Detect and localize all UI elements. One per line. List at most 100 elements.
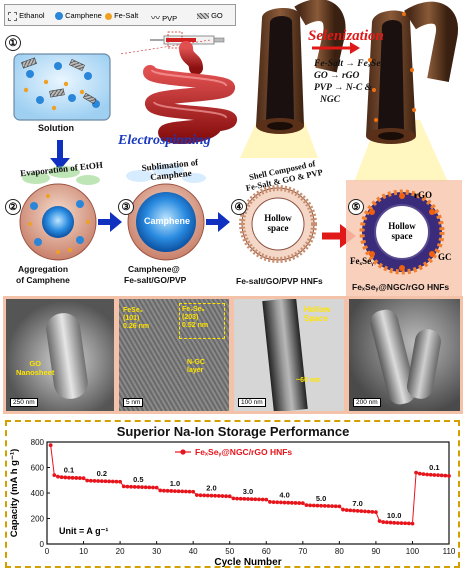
electrospinning-label: Electrospinning xyxy=(118,133,211,148)
performance-panel xyxy=(5,420,460,568)
data-point xyxy=(242,496,247,501)
data-point xyxy=(293,501,298,505)
data-point xyxy=(257,497,261,502)
data-point xyxy=(235,496,239,501)
data-point xyxy=(180,489,185,494)
data-point xyxy=(319,503,323,508)
legend-label: FeₓSeᵧ@NGC/rGO HNFs xyxy=(195,447,292,457)
tem-image-2: FeSe₂(101)0.26 nm Fe₇Se₈(203)0.52 nm N-G… xyxy=(119,299,229,411)
legend-marker xyxy=(180,449,186,455)
data-point xyxy=(154,485,159,490)
fese-label: FeₓSeᵧ xyxy=(350,256,374,266)
material-legend: Ethanol Camphene Fe-Salt 〰 PVP GO xyxy=(4,4,236,26)
data-point xyxy=(132,484,137,489)
data-point xyxy=(337,504,342,509)
data-point xyxy=(249,497,254,502)
rate-label: 5.0 xyxy=(316,494,326,503)
step-5-number: ⑤ xyxy=(348,199,364,215)
data-point xyxy=(432,473,437,477)
hnf-caption-4: Fe-salt/GO/PVP HNFs xyxy=(236,276,323,286)
data-point xyxy=(344,508,349,512)
fese2-label: FeSe₂(101)0.26 nm xyxy=(123,307,150,330)
legend-ethanol: Ethanol xyxy=(8,11,45,21)
rate-label: 3.0 xyxy=(243,487,253,496)
data-point xyxy=(107,479,112,484)
data-point xyxy=(162,488,166,493)
rate-label: 2.0 xyxy=(206,484,216,493)
data-point xyxy=(443,473,448,478)
x-tick-label: 40 xyxy=(189,547,198,556)
data-point xyxy=(169,489,174,493)
data-point xyxy=(70,475,75,480)
data-point xyxy=(209,493,214,498)
data-point xyxy=(384,520,389,525)
data-point xyxy=(289,500,294,505)
y-tick-label: 800 xyxy=(31,438,45,447)
data-point xyxy=(183,489,188,494)
data-point xyxy=(439,473,444,478)
data-point xyxy=(352,508,356,513)
y-axis-label: Capacity (mA h g⁻¹) xyxy=(9,449,20,538)
data-point xyxy=(395,521,400,525)
data-point xyxy=(297,501,302,505)
data-point xyxy=(158,488,163,493)
data-point xyxy=(330,504,334,509)
x-tick-label: 20 xyxy=(116,547,125,556)
rate-label: 7.0 xyxy=(352,499,362,508)
solution-caption: Solution xyxy=(38,123,74,133)
x-tick-label: 70 xyxy=(298,547,307,556)
data-point xyxy=(96,479,101,483)
rate-label: 4.0 xyxy=(279,491,289,500)
data-point xyxy=(227,494,232,499)
data-point xyxy=(264,497,269,502)
x-tick-label: 90 xyxy=(371,547,380,556)
data-point xyxy=(355,508,360,513)
data-point xyxy=(304,503,309,508)
data-point xyxy=(425,472,429,477)
data-point xyxy=(99,479,104,484)
data-point xyxy=(48,443,53,448)
camphene-core-label: Camphene xyxy=(144,216,191,226)
data-point xyxy=(194,493,199,497)
x-tick-label: 100 xyxy=(406,547,420,556)
data-point xyxy=(52,473,57,478)
data-point xyxy=(136,485,141,489)
data-point xyxy=(198,493,203,498)
data-point xyxy=(81,476,86,481)
rate-label: 10.0 xyxy=(387,511,402,520)
data-point xyxy=(421,472,426,477)
data-point xyxy=(63,475,68,480)
data-point xyxy=(220,494,225,498)
fe7se8-label: Fe₇Se₈(203)0.52 nm xyxy=(179,303,225,339)
data-point xyxy=(366,509,371,514)
data-point xyxy=(341,507,345,512)
data-point xyxy=(88,478,93,483)
data-point xyxy=(275,500,280,505)
data-point xyxy=(67,475,71,480)
data-point xyxy=(205,493,210,498)
data-point xyxy=(348,508,353,513)
data-point xyxy=(399,521,404,525)
data-point xyxy=(118,479,122,484)
legend-fe-salt: Fe-Salt xyxy=(105,11,138,20)
x-tick-label: 30 xyxy=(152,547,161,556)
data-point xyxy=(315,503,320,508)
data-point xyxy=(410,521,415,526)
legend-pvp: 〰 PVP xyxy=(151,13,178,23)
data-point xyxy=(282,500,287,505)
data-point xyxy=(125,484,130,489)
rate-label: 1.0 xyxy=(170,479,180,488)
x-tick-label: 0 xyxy=(45,547,50,556)
camphene-caption-1: Camphene@ xyxy=(128,264,180,274)
scale-bar-2: 5 nm xyxy=(123,398,144,407)
step-3-number: ③ xyxy=(118,199,134,215)
data-point xyxy=(176,489,181,494)
x-axis-label: Cycle Number xyxy=(214,557,281,568)
data-point xyxy=(121,484,126,489)
